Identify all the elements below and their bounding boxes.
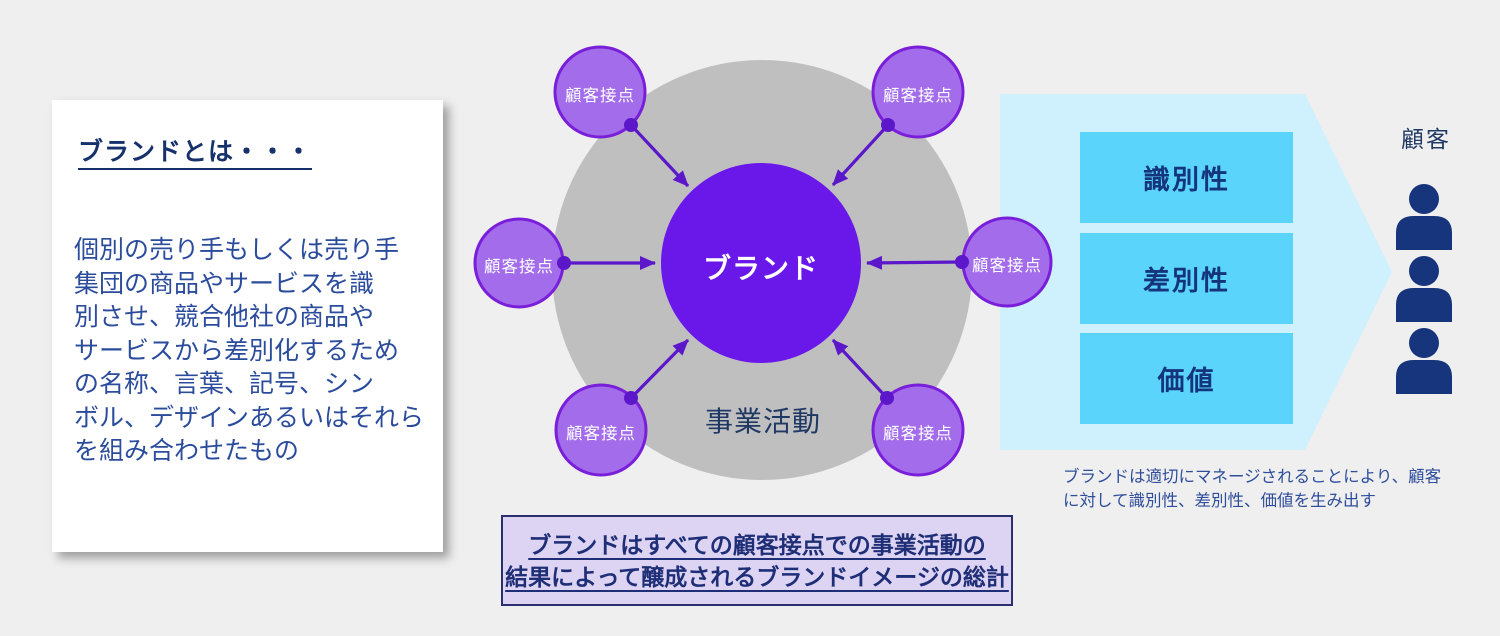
connector-arrows [557, 118, 969, 405]
person-icon [1396, 256, 1452, 322]
card-title: ブランドとは・・・ [78, 138, 313, 166]
body-line: 個別の売り手もしくは売り手 [74, 236, 400, 264]
caption-line: ブランドは適切にマネージされることにより、顧客 [1063, 468, 1442, 486]
connector-dot [624, 391, 638, 405]
touchpoint-circle-top-right [871, 45, 965, 139]
customer-person-icons [1396, 184, 1452, 394]
touchpoint-label: 顧客接点 [972, 257, 1042, 275]
brand-circle-label: ブランド [702, 253, 819, 284]
connector-line [831, 338, 889, 400]
person-icon [1396, 184, 1452, 250]
caption-line: に対して識別性、差別性、価値を生み出す [1063, 491, 1377, 510]
touchpoint-label: 顧客接点 [484, 258, 554, 276]
business-activity-label: 事業活動 [704, 406, 821, 437]
outcome-box-value: 価値 [1080, 333, 1293, 424]
outcome-box-label: 識別性 [1143, 165, 1230, 195]
connector-dot [624, 118, 638, 132]
touchpoint-label: 顧客接点 [883, 87, 953, 105]
outcome-box-label: 差別性 [1143, 266, 1230, 296]
brand-summary-box: ブランドはすべての顧客接点での事業活動の 結果によって醸成されるブランドイメージ… [501, 515, 1013, 606]
customer-label: 顧客 [1401, 126, 1451, 152]
body-line: 別させ、競合他社の商品や [74, 303, 375, 331]
connector-dot [557, 256, 571, 270]
outcome-caption: ブランドは適切にマネージされることにより、顧客 に対して識別性、差別性、価値を生… [1063, 466, 1453, 513]
outcome-box-label: 価値 [1157, 366, 1216, 396]
outcome-box-identifiability: 識別性 [1080, 132, 1293, 223]
body-line: を組み合わせたもの [74, 437, 300, 465]
touchpoint-label: 顧客接点 [566, 425, 636, 443]
summary-line: 結果によって醸成されるブランドイメージの総計 [505, 563, 1009, 590]
connector-line [629, 123, 690, 188]
connector-dot [955, 255, 969, 269]
body-line: サービスから差別化するため [74, 336, 400, 365]
touchpoint-label: 顧客接点 [883, 425, 953, 443]
outcome-box-differentiation: 差別性 [1080, 233, 1293, 324]
touchpoint-circle-bottom-left [554, 383, 648, 477]
person-icon [1396, 328, 1452, 394]
connector-dot [880, 391, 894, 405]
touchpoint-circle-top-left [553, 45, 647, 139]
brand-definition-card: ブランドとは・・・ 個別の売り手もしくは売り手 集団の商品やサービスを識 別させ… [52, 100, 443, 552]
summary-line: ブランドはすべての顧客接点での事業活動の [528, 531, 986, 558]
connector-dot [881, 118, 895, 132]
body-line: ボル、デザインあるいはそれら [74, 403, 425, 432]
touchpoint-label: 顧客接点 [565, 87, 635, 105]
card-body-text: 個別の売り手もしくは売り手 集団の商品やサービスを識 別させ、競合他社の商品や … [74, 234, 430, 469]
touchpoint-circle-bottom-right [871, 383, 965, 477]
connector-line [866, 255, 963, 270]
body-line: 集団の商品やサービスを識 [74, 269, 375, 298]
connector-line [629, 338, 690, 400]
body-line: の名称、言葉、記号、シン [74, 370, 375, 398]
connector-line [831, 123, 890, 187]
brand-circle [661, 163, 861, 363]
